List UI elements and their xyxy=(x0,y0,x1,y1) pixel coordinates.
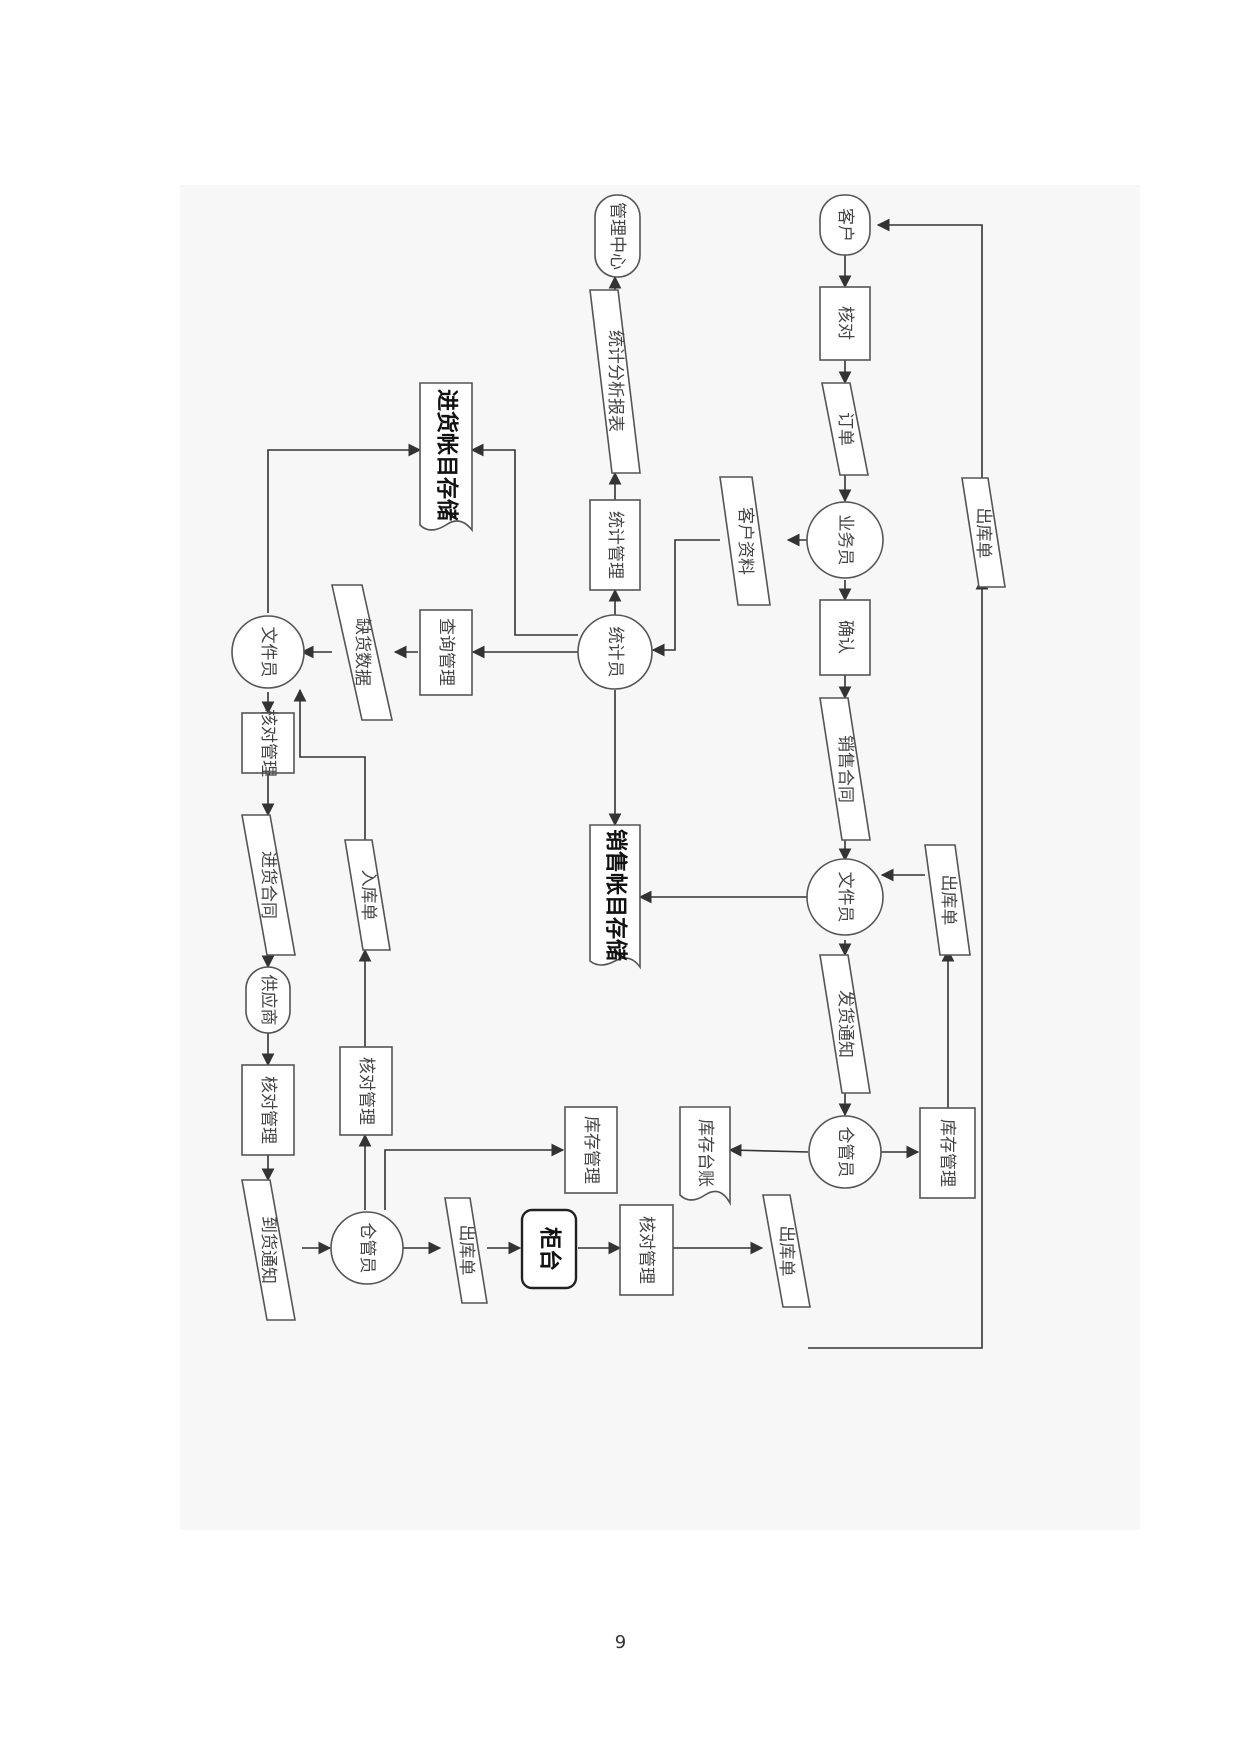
edge-info-statistician xyxy=(651,539,720,657)
svg-text:进货合同: 进货合同 xyxy=(258,851,278,919)
node-outbound-form-2: 出库单 xyxy=(961,477,1006,588)
node-delivery-notice: 发货通知 xyxy=(819,954,871,1094)
node-verify-mgmt-1: 核对管理 xyxy=(241,709,295,777)
node-verify: 核对 xyxy=(819,286,871,361)
node-statistician: 统计员 xyxy=(577,614,653,690)
node-purchase-contract: 进货合同 xyxy=(241,814,296,956)
svg-text:柜台: 柜台 xyxy=(537,1227,563,1271)
svg-text:核对管理: 核对管理 xyxy=(258,709,278,777)
node-inventory-mgmt-2: 库存管理 xyxy=(564,1106,618,1194)
node-verify-mgmt-2: 核对管理 xyxy=(241,1064,295,1156)
svg-text:管理中心: 管理中心 xyxy=(607,202,627,270)
node-verify-mgmt-4: 核对管理 xyxy=(619,1204,674,1296)
node-inventory-mgmt-1: 库存管理 xyxy=(919,1107,976,1199)
node-sales-contract: 销售合同 xyxy=(819,697,871,841)
svg-text:文件员: 文件员 xyxy=(835,872,855,923)
svg-text:核对管理: 核对管理 xyxy=(356,1057,376,1125)
svg-text:仓管员: 仓管员 xyxy=(357,1223,377,1274)
svg-text:确认: 确认 xyxy=(835,620,855,654)
svg-text:订单: 订单 xyxy=(835,412,855,446)
svg-text:统计员: 统计员 xyxy=(605,627,625,678)
svg-text:核对: 核对 xyxy=(835,306,855,340)
node-order: 订单 xyxy=(821,382,869,476)
svg-text:出库单: 出库单 xyxy=(776,1226,796,1277)
svg-text:缺货数据: 缺货数据 xyxy=(352,618,372,686)
svg-text:到货通知: 到货通知 xyxy=(258,1216,278,1284)
edge-inbound-shortage xyxy=(293,688,366,840)
node-inventory-ledger: 库存台账 xyxy=(679,1106,731,1207)
node-arrival-notice: 到货通知 xyxy=(241,1179,296,1321)
svg-text:库存管理: 库存管理 xyxy=(581,1116,601,1184)
node-stat-mgmt: 统计管理 xyxy=(589,499,641,591)
node-query-mgmt: 查询管理 xyxy=(419,609,473,696)
node-warehouse-keeper-2: 仓管员 xyxy=(330,1211,404,1285)
svg-text:客户资料: 客户资料 xyxy=(735,507,755,575)
svg-text:业务员: 业务员 xyxy=(835,515,855,566)
node-purchase-ledger: 进货帐目存储 xyxy=(419,382,473,533)
svg-text:客户: 客户 xyxy=(835,208,855,242)
node-clerk-sales: 文件员 xyxy=(806,858,884,936)
svg-text:文件员: 文件员 xyxy=(258,627,278,678)
node-customer-info: 客户资料 xyxy=(719,476,771,606)
svg-text:统计分析报表: 统计分析报表 xyxy=(605,330,625,432)
svg-text:核对管理: 核对管理 xyxy=(258,1076,278,1144)
page-number: 9 xyxy=(614,1632,627,1653)
node-supplier: 供应商 xyxy=(245,966,291,1034)
svg-text:统计管理: 统计管理 xyxy=(605,511,625,579)
node-inbound-form: 入库单 xyxy=(344,839,391,951)
svg-text:销售合同: 销售合同 xyxy=(835,735,855,803)
svg-text:库存管理: 库存管理 xyxy=(937,1119,957,1187)
node-salesperson: 业务员 xyxy=(806,501,884,579)
flowchart: 客户 核对 订单 业务员 客户资料 xyxy=(231,194,1006,1349)
svg-text:供应商: 供应商 xyxy=(258,975,278,1026)
node-verify-mgmt-3: 核对管理 xyxy=(339,1046,393,1136)
edge-warehouse2-invmgmt2 xyxy=(384,1143,565,1210)
node-customer: 客户 xyxy=(819,194,871,256)
svg-text:库存台账: 库存台账 xyxy=(695,1119,715,1187)
svg-text:出库单: 出库单 xyxy=(938,875,958,926)
edge-stat-purchaseledger xyxy=(470,443,578,636)
node-clerk-purchase: 文件员 xyxy=(231,615,305,689)
svg-text:出库单: 出库单 xyxy=(456,1225,476,1276)
node-management-center: 管理中心 xyxy=(594,194,641,278)
node-outbound-form-4: 出库单 xyxy=(762,1194,811,1308)
svg-text:入库单: 入库单 xyxy=(358,870,378,921)
svg-text:发货通知: 发货通知 xyxy=(835,990,855,1058)
node-outbound-form-1: 出库单 xyxy=(924,844,971,956)
svg-text:出库单: 出库单 xyxy=(973,508,993,559)
node-shortage-data: 缺货数据 xyxy=(331,584,393,721)
node-outbound-form-3: 出库单 xyxy=(444,1197,488,1304)
flowchart-panel: 客户 核对 订单 业务员 客户资料 xyxy=(180,185,1140,1530)
node-confirm: 确认 xyxy=(819,599,871,676)
node-counter: 柜台 xyxy=(520,1208,578,1290)
edge-warehouse-ledger xyxy=(728,1143,809,1157)
edge-outbound4-customer xyxy=(808,576,989,1349)
node-stat-report: 统计分析报表 xyxy=(589,289,641,474)
svg-text:仓管员: 仓管员 xyxy=(835,1127,855,1178)
node-warehouse-keeper-1: 仓管员 xyxy=(808,1115,882,1189)
node-sales-ledger: 销售帐目存储 xyxy=(589,824,641,970)
edge-clerk-purchaseledger xyxy=(267,443,422,613)
svg-text:核对管理: 核对管理 xyxy=(636,1216,656,1284)
svg-text:销售帐目存储: 销售帐目存储 xyxy=(603,829,629,961)
edge-outbound2-customer xyxy=(876,218,983,495)
svg-text:查询管理: 查询管理 xyxy=(436,618,456,686)
edges xyxy=(261,218,989,1349)
svg-text:进货帐目存储: 进货帐目存储 xyxy=(434,389,460,521)
